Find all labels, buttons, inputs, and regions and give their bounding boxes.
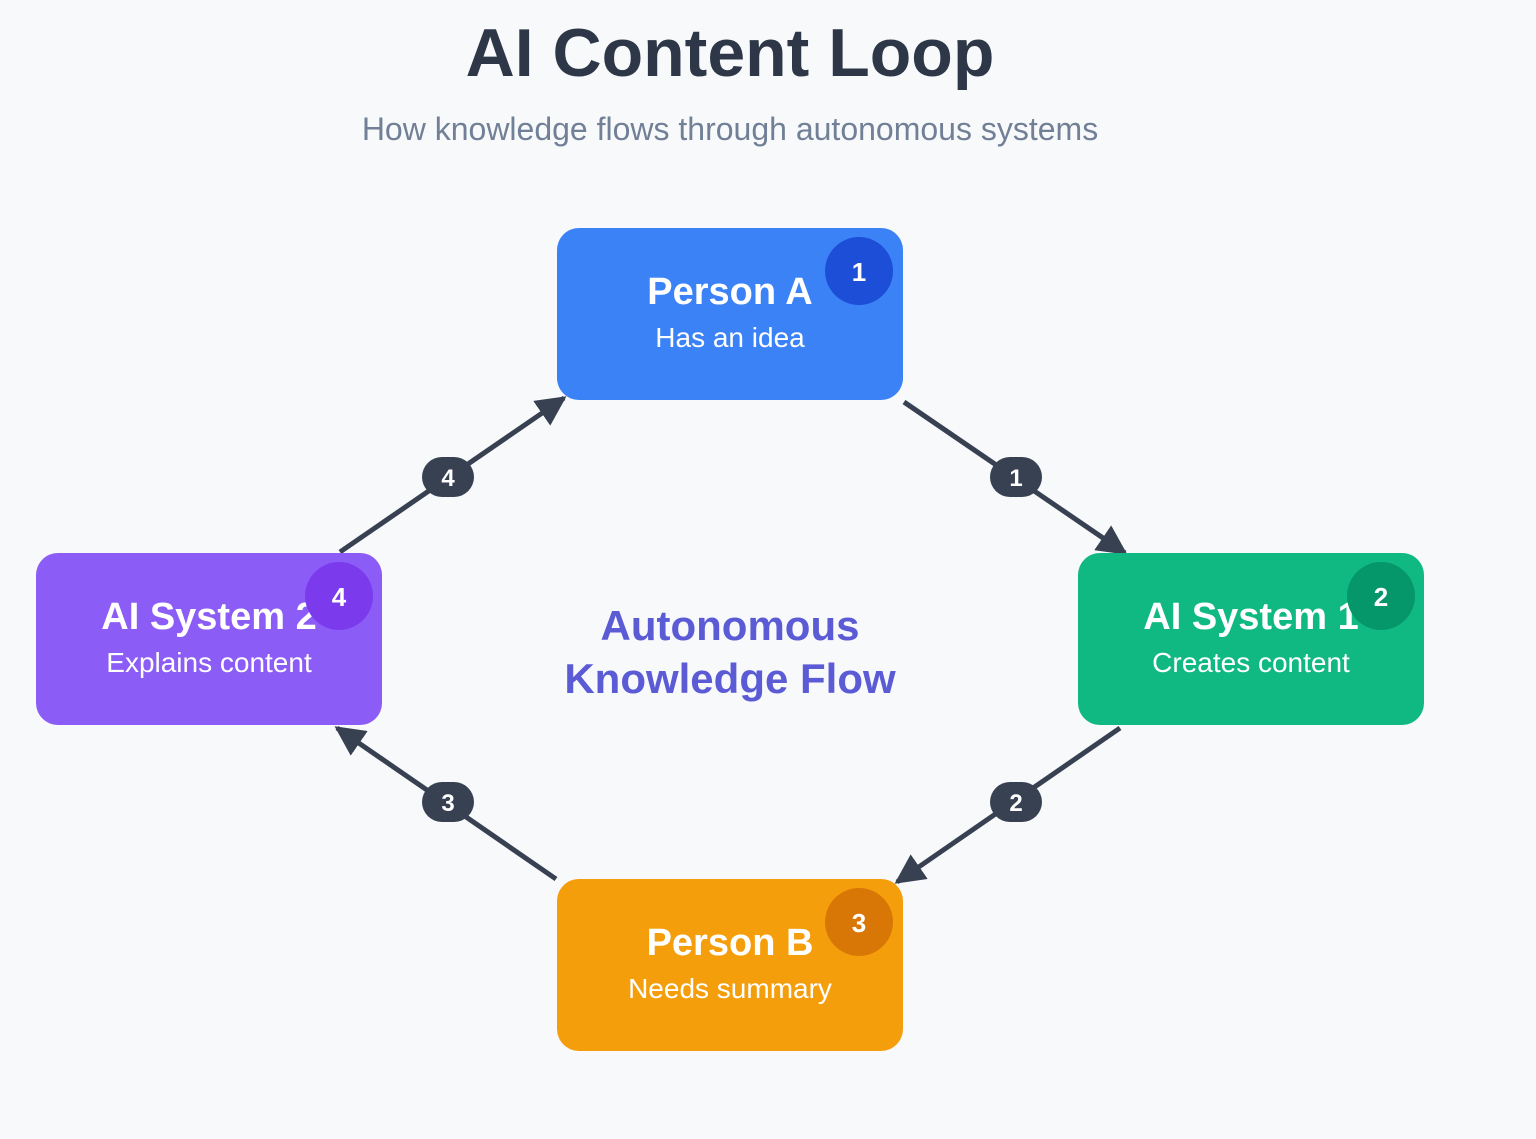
step-badge <box>305 562 373 630</box>
node-description: Creates content <box>1152 647 1350 678</box>
step-badge-label: 1 <box>852 257 866 287</box>
step-label-2: 2 <box>1009 790 1022 817</box>
node-title: Person B <box>647 922 814 964</box>
step-badge <box>825 888 893 956</box>
node-box <box>36 553 382 725</box>
step-pill-2 <box>990 782 1042 822</box>
node-box <box>557 879 903 1051</box>
step-pill-3 <box>422 782 474 822</box>
node-description: Has an idea <box>655 322 805 353</box>
step-label-3: 3 <box>441 790 454 817</box>
step-badge <box>825 237 893 305</box>
node-ai-system-1: AI System 1 Creates content 2 <box>1078 553 1424 725</box>
node-description: Explains content <box>106 647 312 678</box>
node-box <box>557 228 903 400</box>
node-box <box>1078 553 1424 725</box>
edge-2: 2 <box>894 725 1122 885</box>
step-badge-label: 4 <box>332 582 347 612</box>
step-badge <box>1347 562 1415 630</box>
step-label-4: 4 <box>441 465 455 492</box>
node-title: AI System 2 <box>101 596 316 638</box>
step-label-1: 1 <box>1009 465 1022 492</box>
node-person-b: Person B Needs summary 3 <box>557 879 903 1051</box>
node-person-a: Person A Has an idea 1 <box>557 228 903 400</box>
page-subtitle: How knowledge flows through autonomous s… <box>362 111 1098 147</box>
step-pill-1 <box>990 457 1042 497</box>
node-title: Person A <box>647 271 812 313</box>
step-badge-label: 2 <box>1374 582 1388 612</box>
node-title: AI System 1 <box>1143 596 1358 638</box>
edge-1: 1 <box>902 399 1128 556</box>
center-label-line1: Autonomous <box>601 602 860 649</box>
step-badge-label: 3 <box>852 908 866 938</box>
edge-3: 3 <box>334 725 558 882</box>
node-description: Needs summary <box>628 973 832 1004</box>
step-pill-4 <box>422 457 474 497</box>
edge-4: 4 <box>338 395 567 555</box>
page-title: AI Content Loop <box>466 15 995 91</box>
center-label-line2: Knowledge Flow <box>564 655 896 702</box>
node-ai-system-2: AI System 2 Explains content 4 <box>36 553 382 725</box>
